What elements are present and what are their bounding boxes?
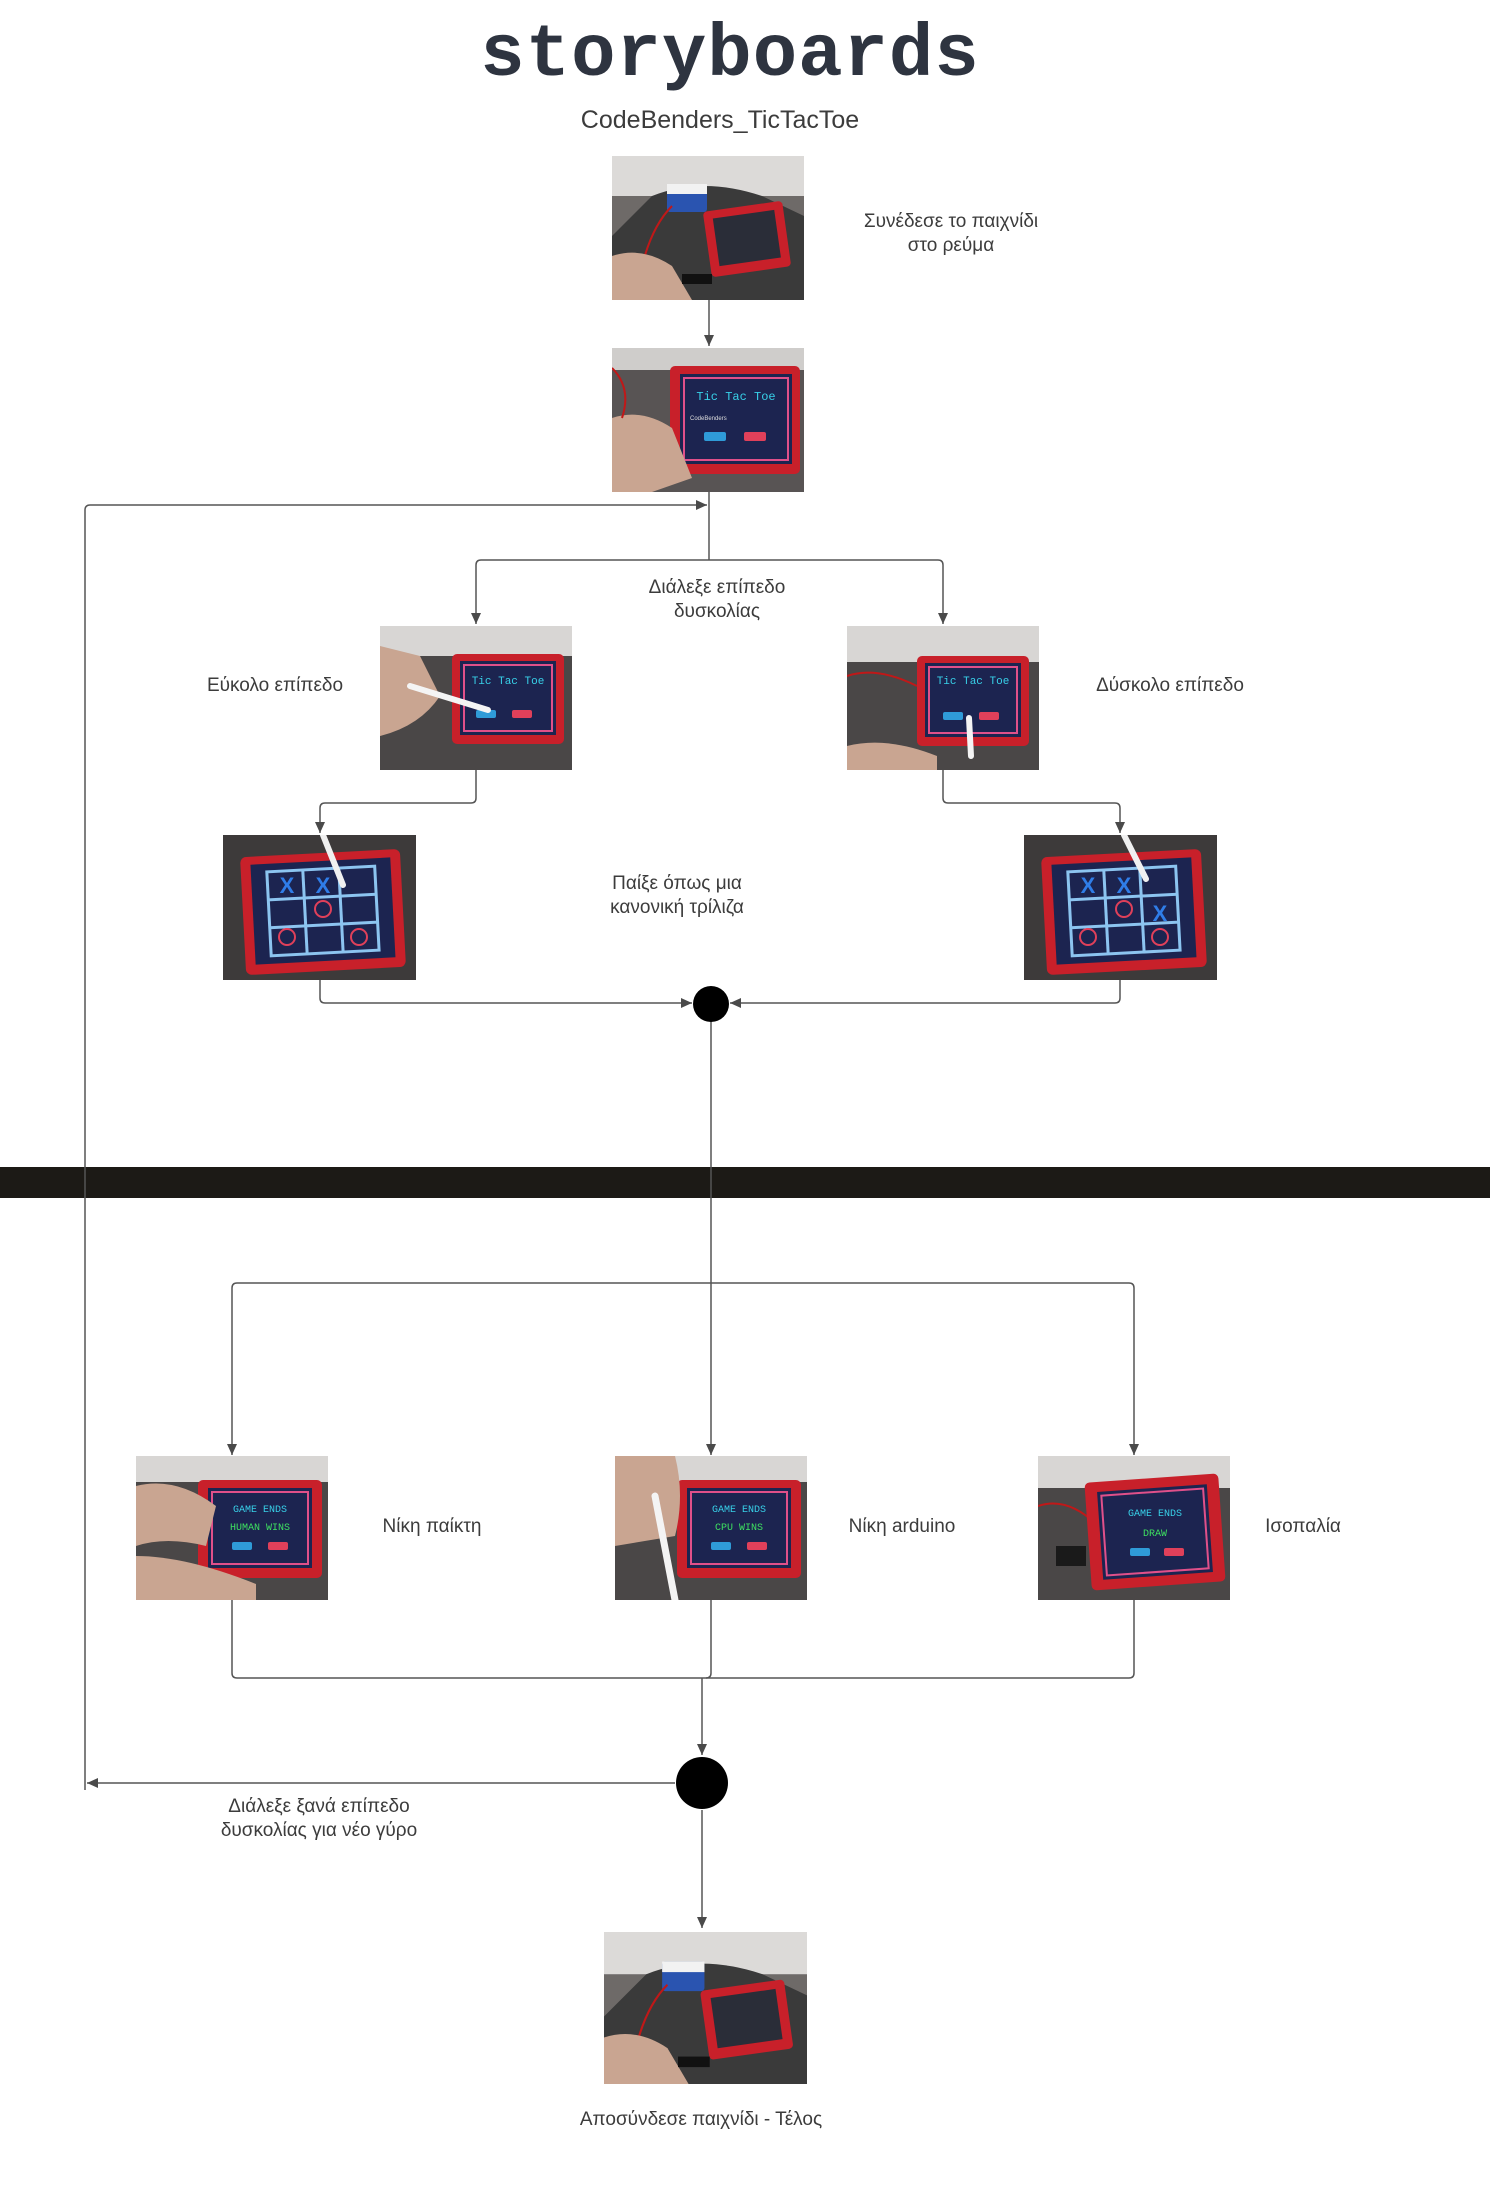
label-arduino-wins: Νίκη arduino xyxy=(848,1516,956,1537)
photo-unplug xyxy=(604,1932,807,2084)
photo-game-left: X X xyxy=(223,835,416,980)
label-choose-level: Διάλεξε επίπεδο δυσκολίας xyxy=(612,576,822,624)
edge-hard-to-game xyxy=(942,770,1125,833)
svg-text:X: X xyxy=(1081,873,1096,898)
label-easy-level: Εύκολο επίπεδο xyxy=(206,675,344,696)
label-choose-again-line1: Διάλεξε ξανά επίπεδο xyxy=(228,1796,410,1817)
label-play-line2: κανονική τρίλιζα xyxy=(610,897,744,918)
edge-loop-into-menu xyxy=(84,500,707,1790)
photo-draw: GAME ENDS DRAW xyxy=(1038,1456,1230,1600)
edge-to-draw xyxy=(711,1282,1139,1455)
edge-game-right-to-merge xyxy=(730,980,1121,1008)
edge-split-easy xyxy=(471,559,709,624)
screen-player-ends: GAME ENDS xyxy=(233,1505,287,1516)
svg-text:X: X xyxy=(280,873,295,898)
edge-arduino-wins-out xyxy=(705,1600,712,1679)
label-play: Παίξε όπως μια κανονική τρίλιζα xyxy=(572,872,782,920)
screen-menu-title: Tic Tac Toe xyxy=(696,390,775,404)
photo-plug-in xyxy=(612,156,804,300)
merge-node xyxy=(693,986,729,1022)
label-unplug-end: Αποσύνδεσε παιχνίδι - Τέλος xyxy=(579,2109,823,2130)
screen-easy-title: Tic Tac Toe xyxy=(472,676,545,688)
screen-hard-title: Tic Tac Toe xyxy=(937,676,1010,688)
label-player-wins: Νίκη παίκτη xyxy=(382,1516,482,1537)
label-choose-level-line1: Διάλεξε επίπεδο xyxy=(648,577,786,598)
label-choose-level-line2: δυσκολίας xyxy=(673,601,761,622)
label-hard-level: Δύσκολο επίπεδο xyxy=(1096,675,1244,696)
edge-easy-to-game xyxy=(315,770,477,833)
photo-arduino-wins: GAME ENDS CPU WINS xyxy=(615,1456,807,1600)
svg-text:X: X xyxy=(1153,901,1168,926)
edge-split-hard xyxy=(709,559,948,624)
separator-band xyxy=(0,1167,1490,1198)
svg-text:X: X xyxy=(316,873,331,898)
screen-draw-text: DRAW xyxy=(1143,1529,1167,1540)
edge-draw-out xyxy=(706,1600,1135,1679)
screen-menu-sub: CodeBenders xyxy=(690,416,727,422)
photo-hard-level: Tic Tac Toe xyxy=(847,626,1039,770)
label-plug-in: Συνέδεσε το παιχνίδι στο ρεύμα xyxy=(846,210,1056,258)
edge-to-player-wins xyxy=(227,1282,711,1455)
edge-player-wins-out xyxy=(231,1600,706,1679)
photo-player-wins: GAME ENDS HUMAN WINS xyxy=(136,1456,328,1600)
edge-game-left-to-merge xyxy=(319,980,692,1008)
label-draw: Ισοπαλία xyxy=(1265,1516,1341,1537)
label-plug-in-line2: στο ρεύμα xyxy=(907,235,995,256)
svg-text:X: X xyxy=(1117,873,1132,898)
decision-node xyxy=(676,1757,728,1809)
label-play-line1: Παίξε όπως μια xyxy=(612,873,742,894)
diagram-title: storyboards xyxy=(480,14,980,98)
screen-cpu-wins: CPU WINS xyxy=(715,1523,763,1534)
photo-easy-level: Tic Tac Toe xyxy=(380,626,572,770)
diagram-subtitle: CodeBenders_TicTacToe xyxy=(580,106,860,134)
label-choose-again-line2: δυσκολίας για νέο γύρο xyxy=(220,1820,418,1841)
photo-game-right: X X X xyxy=(1024,835,1217,980)
label-plug-in-line1: Συνέδεσε το παιχνίδι xyxy=(863,211,1039,232)
label-choose-again: Διάλεξε ξανά επίπεδο δυσκολίας για νέο γ… xyxy=(194,1795,444,1843)
photo-menu: Tic Tac Toe CodeBenders xyxy=(612,348,804,492)
screen-draw-ends: GAME ENDS xyxy=(1128,1509,1182,1520)
screen-cpu-ends: GAME ENDS xyxy=(712,1505,766,1516)
screen-human-wins: HUMAN WINS xyxy=(230,1523,290,1534)
